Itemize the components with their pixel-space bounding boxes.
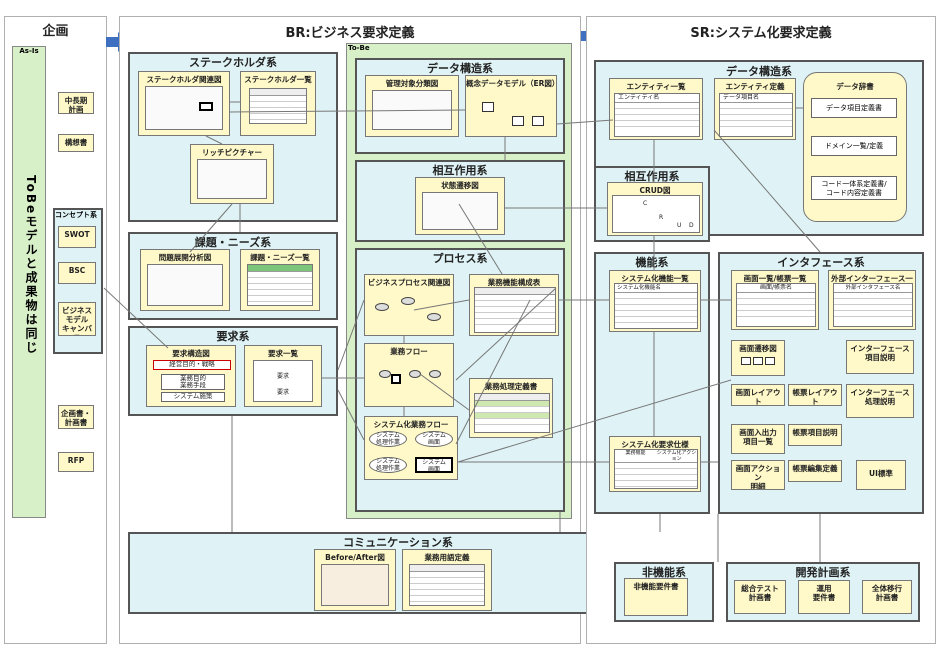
requirement-structure: 要求構造図 経営目的・戦略 業務目的 業務手段 システム施策 bbox=[146, 345, 236, 407]
issue-title: 課題・ニーズ系 bbox=[194, 236, 272, 249]
sr-iface-title: インタフェース系 bbox=[777, 256, 865, 269]
concept-canvas: ビジネス モデル キャンバス bbox=[58, 302, 96, 336]
er-diagram: 概念データモデル（ER図） bbox=[465, 75, 557, 137]
issue-analysis: 問題展開分析図 bbox=[140, 249, 230, 311]
br-column-title: BR:ビジネス要求定義 bbox=[285, 26, 415, 41]
entity-list: エンティティ一覧 エンティティ名 bbox=[609, 78, 703, 140]
system-flow: システム化業務フロー システム 処理作業 システム 画面 システム 処理作業 シ… bbox=[364, 416, 458, 480]
rich-picture: リッチピクチャー bbox=[190, 144, 274, 204]
concept-title: コンセプト系 bbox=[55, 211, 97, 219]
requirement-list: 要求一覧 要求 要求 bbox=[244, 345, 322, 407]
asis-label: As-Is bbox=[19, 47, 39, 55]
concept-bsc: BSC bbox=[58, 262, 96, 284]
func-table: 業務機能構成表 bbox=[469, 274, 559, 336]
sys-func-list: システム化機能一覧 システム化機能名 bbox=[609, 270, 701, 332]
issue-list: 課題・ニーズ一覧 bbox=[240, 249, 320, 311]
planning-column-title: 企画 bbox=[42, 24, 69, 39]
stakeholder-relation: ステークホルダ関連図 bbox=[138, 71, 230, 136]
sr-column-title: SR:システム化要求定義 bbox=[690, 26, 832, 41]
bp-diagram: ビジネスプロセス関連図 bbox=[364, 274, 454, 336]
br-data-title: データ構造系 bbox=[427, 62, 493, 75]
devplan-migration: 全体移行 計画書 bbox=[862, 580, 912, 614]
stakeholder-list: ステークホルダ一覧 bbox=[240, 71, 316, 136]
form-item: 帳票項目説明 bbox=[788, 424, 842, 446]
screen-layout: 画面レイアウト bbox=[731, 384, 785, 406]
nonfunc-doc: 非機能要件書 bbox=[624, 578, 688, 616]
nonfunc-title: 非機能系 bbox=[642, 566, 686, 579]
sr-inter-title: 相互作用系 bbox=[624, 170, 680, 183]
devplan-ops: 運用 要件書 bbox=[798, 580, 850, 614]
devplan-title: 開発計画系 bbox=[795, 566, 851, 579]
screen-list: 画面一覧/帳票一覧 画面/帳票名 bbox=[731, 270, 819, 330]
entity-def: エンティティ定義 データ項目名 bbox=[714, 78, 796, 140]
tobe-label: To-Be bbox=[348, 44, 370, 52]
screen-io: 画面入出力 項目一覧 bbox=[731, 424, 785, 454]
glossary-doc: 業務用語定義 bbox=[402, 549, 492, 611]
state-diagram: 状態遷移図 bbox=[415, 177, 505, 235]
form-edit: 帳票編集定義 bbox=[788, 460, 842, 482]
screen-action: 画面アクション 明細 bbox=[731, 460, 785, 490]
requirement-title: 要求系 bbox=[216, 330, 250, 343]
sys-req-spec: システム化要求仕様 業務機能システム化アクション bbox=[609, 436, 701, 492]
mgmt-diagram: 管理対象分類図 bbox=[365, 75, 459, 137]
business-flow: 業務フロー bbox=[364, 343, 454, 407]
sr-data-title: データ構造系 bbox=[726, 65, 792, 78]
asis-box bbox=[12, 46, 46, 518]
br-inter-title: 相互作用系 bbox=[432, 164, 488, 177]
midterm-plan: 中長期 計画 bbox=[58, 92, 94, 114]
devplan-test: 総合テスト 計画書 bbox=[734, 580, 786, 614]
rule-doc: 業務処理定義書 bbox=[469, 378, 553, 438]
screen-trans: 画面遷移図 bbox=[731, 340, 785, 376]
concept-swot: SWOT bbox=[58, 226, 96, 248]
form-layout: 帳票レイアウト bbox=[788, 384, 842, 406]
crud-diagram: CRUD図 C R U D bbox=[607, 182, 703, 236]
ext-iface-list: 外部インターフェース一覧 外部インタフェース名 bbox=[828, 270, 916, 330]
ui-standard: UI標準 bbox=[856, 460, 906, 490]
br-process-title: プロセス系 bbox=[432, 252, 488, 265]
communication-title: コミュニケーション系 bbox=[343, 536, 453, 549]
dict-item-def: データ項目定義書 bbox=[811, 98, 897, 118]
dict-domain: ドメイン一覧/定義 bbox=[811, 136, 897, 156]
asis-vertical-text: ToBeモデルと成果物は同じ bbox=[24, 175, 38, 356]
proposal-doc: 企画書・ 計画書 bbox=[58, 405, 94, 429]
rfp-doc: RFP bbox=[58, 452, 94, 472]
before-after-diagram: Before/After図 bbox=[314, 549, 396, 611]
plan-doc: 構想書 bbox=[58, 134, 94, 152]
dict-code: コード一体系定義書/ コード内容定義書 bbox=[811, 176, 897, 200]
stakeholder-title: ステークホルダ系 bbox=[189, 56, 277, 69]
sr-func-title: 機能系 bbox=[635, 256, 669, 269]
iface-proc-desc: インターフェース 処理説明 bbox=[846, 384, 914, 418]
iface-item-desc: インターフェース 項目説明 bbox=[846, 340, 914, 374]
data-dictionary-title: データ辞書 bbox=[836, 82, 874, 91]
